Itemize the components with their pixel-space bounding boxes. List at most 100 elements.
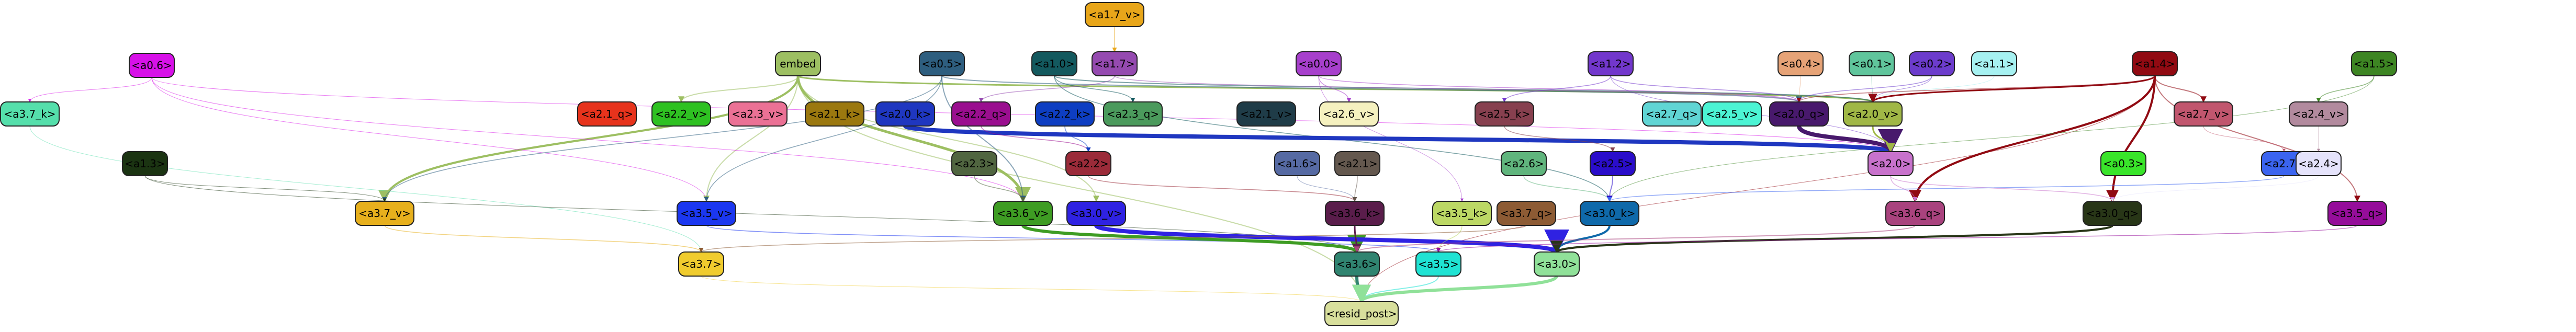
node-a3-6[interactable]: <a3.6> xyxy=(1334,251,1380,277)
edge-a0-5-to-a3-6-v xyxy=(941,75,1026,202)
node-a3-6-q[interactable]: <a3.6_q> xyxy=(1885,201,1945,226)
node-a1-7[interactable]: <a1.7> xyxy=(1092,51,1138,76)
node-a1-3[interactable]: <a1.3> xyxy=(122,151,168,176)
node-a2-1-v[interactable]: <a2.1_v> xyxy=(1236,101,1296,127)
node-label: <a1.1> xyxy=(1974,58,2015,70)
node-a3-0-q[interactable]: <a3.0_q> xyxy=(2083,201,2142,226)
node-a2-5-k[interactable]: <a2.5_k> xyxy=(1475,101,1534,127)
node-a2-2-q[interactable]: <a2.2_q> xyxy=(951,101,1011,127)
node-label: <a2.2_v> xyxy=(655,108,707,120)
node-label: <resid_post> xyxy=(1326,307,1397,320)
node-label: <a3.6_k> xyxy=(1329,207,1380,220)
node-a1-7-v[interactable]: <a1.7_v> xyxy=(1085,2,1144,27)
node-a2-7-v[interactable]: <a2.7_v> xyxy=(2174,101,2233,127)
edge-embed-to-a3-7-v xyxy=(378,75,799,203)
node-a2-1[interactable]: <a2.1> xyxy=(1334,151,1380,176)
edge-a3-6-to-resid-post xyxy=(1352,276,1371,304)
node-a3-5-k[interactable]: <a3.5_k> xyxy=(1432,201,1492,226)
node-a2-5[interactable]: <a2.5> xyxy=(1590,151,1636,176)
node-a3-0-k[interactable]: <a3.0_k> xyxy=(1580,201,1639,226)
node-a3-5-v[interactable]: <a3.5_v> xyxy=(677,201,736,226)
edge-a2-5-to-a3-0-k xyxy=(1606,175,1613,202)
node-a2-3-q[interactable]: <a2.3_q> xyxy=(1103,101,1163,127)
edge-a2-1-to-a3-6-k xyxy=(1352,175,1358,202)
node-a0-5[interactable]: <a0.5> xyxy=(919,51,965,76)
edge-a1-6-to-a3-6-k xyxy=(1297,175,1356,202)
node-label: <a0.0> xyxy=(1298,58,1339,70)
node-a0-4[interactable]: <a0.4> xyxy=(1778,51,1824,76)
node-a2-2-v[interactable]: <a2.2_v> xyxy=(651,101,711,127)
node-a3-5[interactable]: <a3.5> xyxy=(1415,251,1461,277)
node-box xyxy=(1236,101,1296,127)
node-a2-1-k[interactable]: <a2.1_k> xyxy=(805,101,864,127)
node-a2-1-q[interactable]: <a2.1_q> xyxy=(577,101,637,127)
node-label: <a0.4> xyxy=(1780,58,1821,70)
node-a1-2[interactable]: <a1.2> xyxy=(1588,51,1634,76)
node-box xyxy=(775,51,821,76)
node-embed[interactable]: embed xyxy=(775,51,821,76)
node-a1-6[interactable]: <a1.6> xyxy=(1274,151,1320,176)
node-a3-7[interactable]: <a3.7> xyxy=(678,251,724,277)
node-label: <a3.5> xyxy=(1418,258,1459,270)
edge-a1-0-to-a2-3-q xyxy=(1054,75,1135,102)
node-box xyxy=(1065,151,1111,176)
node-resid-post[interactable]: <resid_post> xyxy=(1324,301,1399,326)
node-a2-2[interactable]: <a2.2> xyxy=(1065,151,1111,176)
edge-a1-5-to-a2-4-v xyxy=(2316,75,2375,102)
node-label: <a3.7> xyxy=(681,258,722,270)
node-a2-3-v[interactable]: <a2.3_v> xyxy=(728,101,788,127)
node-a0-1[interactable]: <a0.1> xyxy=(1849,51,1895,76)
node-a1-5[interactable]: <a1.5> xyxy=(2351,51,2397,76)
node-label: <a1.5> xyxy=(2354,58,2394,70)
node-a3-7-v[interactable]: <a3.7_v> xyxy=(355,201,414,226)
edge-a0-5-to-a2-0-q xyxy=(941,75,1802,103)
node-box xyxy=(1642,101,1702,127)
node-box xyxy=(129,53,175,78)
node-box xyxy=(2327,201,2387,226)
node-a1-4[interactable]: <a1.4> xyxy=(2132,51,2178,76)
node-layer: <a1.7_v> <a0.6> embed <a0.5> <a1.0> <a1.7> <a0… xyxy=(0,2,2397,326)
node-box xyxy=(2296,151,2342,176)
node-a2-7-q[interactable]: <a2.7_q> xyxy=(1642,101,1702,127)
node-box xyxy=(1702,101,1762,127)
node-box xyxy=(1325,201,1385,226)
node-label: <a2.4> xyxy=(2298,157,2339,170)
node-label: <a2.7_v> xyxy=(2177,108,2229,120)
node-a2-0-q[interactable]: <a2.0_q> xyxy=(1769,101,1829,127)
node-a3-6-k[interactable]: <a3.6_k> xyxy=(1325,201,1385,226)
node-a2-4[interactable]: <a2.4> xyxy=(2296,151,2342,176)
node-box xyxy=(951,151,997,176)
node-a3-7-q[interactable]: <a3.7_q> xyxy=(1497,201,1556,226)
node-a2-5-v[interactable]: <a2.5_v> xyxy=(1702,101,1762,127)
node-a2-2-k[interactable]: <a2.2_k> xyxy=(1035,101,1095,127)
node-a0-3[interactable]: <a0.3> xyxy=(2100,151,2146,176)
edge-a0-6-to-a3-5-v xyxy=(151,77,708,202)
node-a2-3[interactable]: <a2.3> xyxy=(951,151,997,176)
node-a1-0[interactable]: <a1.0> xyxy=(1031,51,1077,76)
node-box xyxy=(1432,201,1492,226)
node-a3-5-q[interactable]: <a3.5_q> xyxy=(2327,201,2387,226)
node-a3-0-v[interactable]: <a3.0_v> xyxy=(1066,201,1126,226)
node-a2-0[interactable]: <a2.0> xyxy=(1868,151,1914,176)
node-a0-2[interactable]: <a0.2> xyxy=(1909,51,1955,76)
node-a2-0-v[interactable]: <a2.0_v> xyxy=(1843,101,1903,127)
node-label: <a1.7> xyxy=(1094,58,1135,70)
node-a3-0[interactable]: <a3.0> xyxy=(1534,251,1580,277)
node-label: <a1.2> xyxy=(1590,58,1631,70)
node-box xyxy=(1296,51,1342,76)
edge-a3-0-to-resid-post xyxy=(1352,275,1558,304)
node-a2-6[interactable]: <a2.6> xyxy=(1501,151,1547,176)
node-box xyxy=(728,101,788,127)
node-a3-6-v[interactable]: <a3.6_v> xyxy=(993,201,1053,226)
node-box xyxy=(678,251,724,277)
node-a2-6-v[interactable]: <a2.6_v> xyxy=(1319,101,1379,127)
node-a2-0-k[interactable]: <a2.0_k> xyxy=(875,101,935,127)
node-a1-1[interactable]: <a1.1> xyxy=(1971,51,2017,76)
edge-a3-7-to-resid-post xyxy=(701,276,1363,302)
node-a0-6[interactable]: <a0.6> xyxy=(129,53,175,78)
node-label: <a2.6_v> xyxy=(1323,108,1375,120)
edge-a1-1-to-a2-0-v xyxy=(1871,75,1995,102)
node-a2-4-v[interactable]: <a2.4_v> xyxy=(2289,101,2348,127)
node-a3-7-k[interactable]: <a3.7_k> xyxy=(0,101,60,127)
node-a0-0[interactable]: <a0.0> xyxy=(1296,51,1342,76)
